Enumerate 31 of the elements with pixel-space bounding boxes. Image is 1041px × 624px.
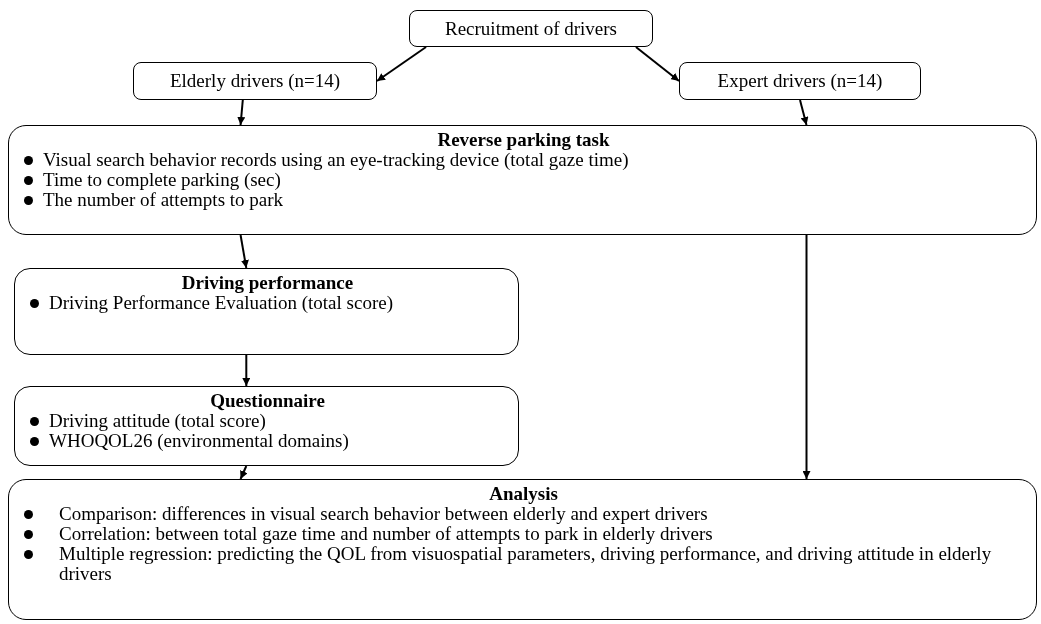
box-label: Expert drivers (n=14) <box>717 70 883 92</box>
bullet-item: Visual search behavior records using an eye-tracking device (total gaze time) <box>43 149 629 170</box>
arrow <box>802 234 811 480</box>
section-box <box>14 386 519 466</box>
process-box <box>409 10 653 47</box>
bullet-item: Comparison: differences in visual search behavior between elderly and expert drivers <box>59 503 708 524</box>
box-heading: Reverse parking task <box>436 130 611 150</box>
process-box <box>133 62 377 100</box>
box-heading: Questionnaire <box>209 391 326 411</box>
bullet-item: Correlation: between total gaze time and number of attempts to park in elderly drivers <box>59 523 713 544</box>
bullet-item: Multiple regression: predicting the QOL from visuospatial parameters, driving performance, and driving attitude in elderly drivers <box>59 543 992 584</box>
bullet-item: Driving attitude (total score) <box>49 410 266 431</box>
bullet-item: WHOQOL26 (environmental domains) <box>49 430 349 451</box>
arrow <box>376 46 428 82</box>
arrow <box>242 354 251 387</box>
box-heading: Analysis <box>488 484 559 504</box>
process-box <box>679 62 921 100</box>
arrow <box>237 99 246 126</box>
box-label: Elderly drivers (n=14) <box>169 70 341 92</box>
box-heading: Driving performance <box>180 273 355 293</box>
box-label: Recruitment of drivers <box>445 17 617 40</box>
section-box <box>14 268 519 355</box>
bullet-item: The number of attempts to park <box>43 189 284 210</box>
bullet-item: Driving Performance Evaluation (total score) <box>49 292 393 313</box>
section-box <box>8 479 1037 620</box>
arrow <box>239 234 249 269</box>
section-box <box>8 125 1037 235</box>
arrow <box>239 465 248 480</box>
bullet-item: Time to complete parking (sec) <box>43 169 281 190</box>
arrow <box>799 99 809 126</box>
arrow <box>634 46 680 82</box>
